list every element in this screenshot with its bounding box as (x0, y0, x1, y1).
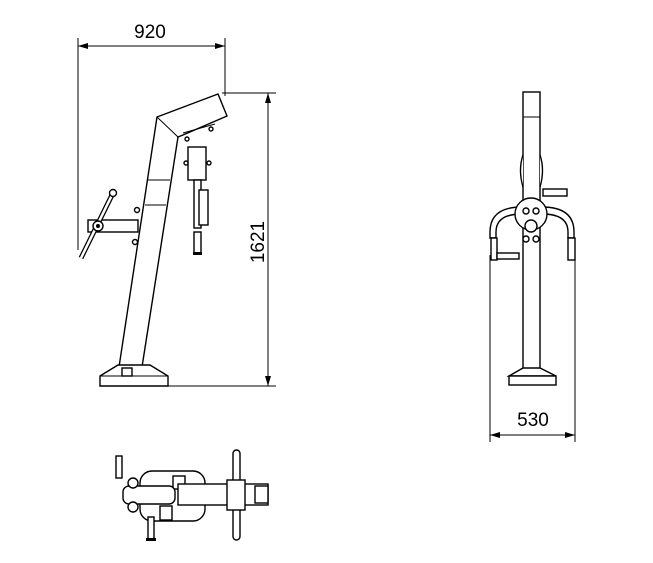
dimension-920: 920 (77, 22, 226, 250)
side-hanging-handle (183, 126, 214, 255)
dimension-530: 530 (489, 255, 576, 442)
side-base (99, 364, 169, 387)
dimension-1621: 1621 (100, 92, 276, 387)
front-view: 530 (489, 91, 576, 442)
dimension-label-530: 530 (517, 410, 549, 431)
side-crank-handle (78, 188, 141, 260)
front-handles (489, 188, 576, 261)
side-view: 920 1621 (77, 22, 276, 387)
top-view (115, 449, 269, 541)
dimension-label-920: 920 (134, 22, 166, 43)
dimension-label-1621: 1621 (248, 221, 269, 263)
